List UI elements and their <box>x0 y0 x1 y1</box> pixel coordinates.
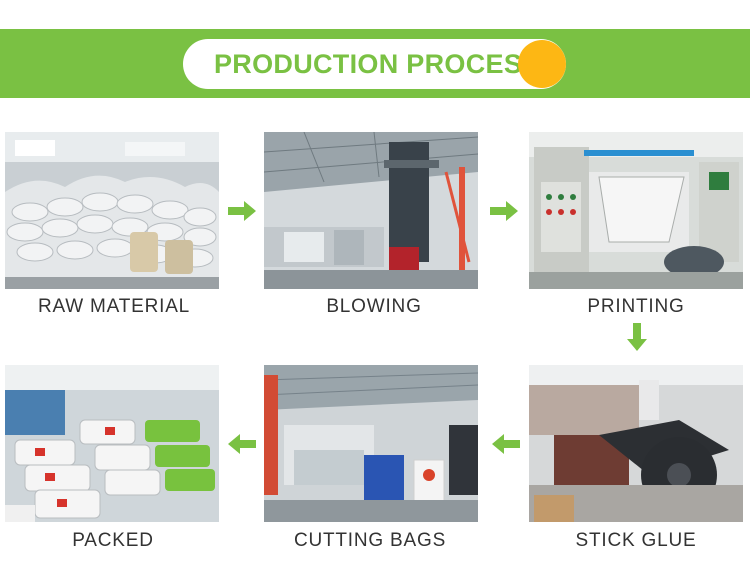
arrow-right-icon <box>228 201 256 221</box>
step-label-packed: PACKED <box>72 530 154 551</box>
arrow-right-icon <box>490 201 518 221</box>
step-label-stick-glue: STICK GLUE <box>575 530 697 551</box>
arrow-left-icon <box>492 434 520 454</box>
arrow-down-icon <box>627 323 647 351</box>
step-label-printing: PRINTING <box>587 296 685 317</box>
step-photo-raw-material <box>5 132 219 289</box>
accent-dot-icon <box>518 40 566 88</box>
title-pill <box>183 39 566 89</box>
arrow-left-icon <box>228 434 256 454</box>
step-label-blowing: BLOWING <box>326 296 422 317</box>
step-photo-printing <box>529 132 743 289</box>
step-label-raw-material: RAW MATERIAL <box>37 296 191 317</box>
step-label-cutting-bags: CUTTING BAGS <box>293 530 447 551</box>
step-photo-packed <box>5 365 219 522</box>
step-photo-blowing <box>264 132 478 289</box>
step-photo-stick-glue <box>529 365 743 522</box>
page-title: PRODUCTION PROCESS <box>214 49 541 79</box>
step-photo-cutting-bags <box>264 365 478 522</box>
